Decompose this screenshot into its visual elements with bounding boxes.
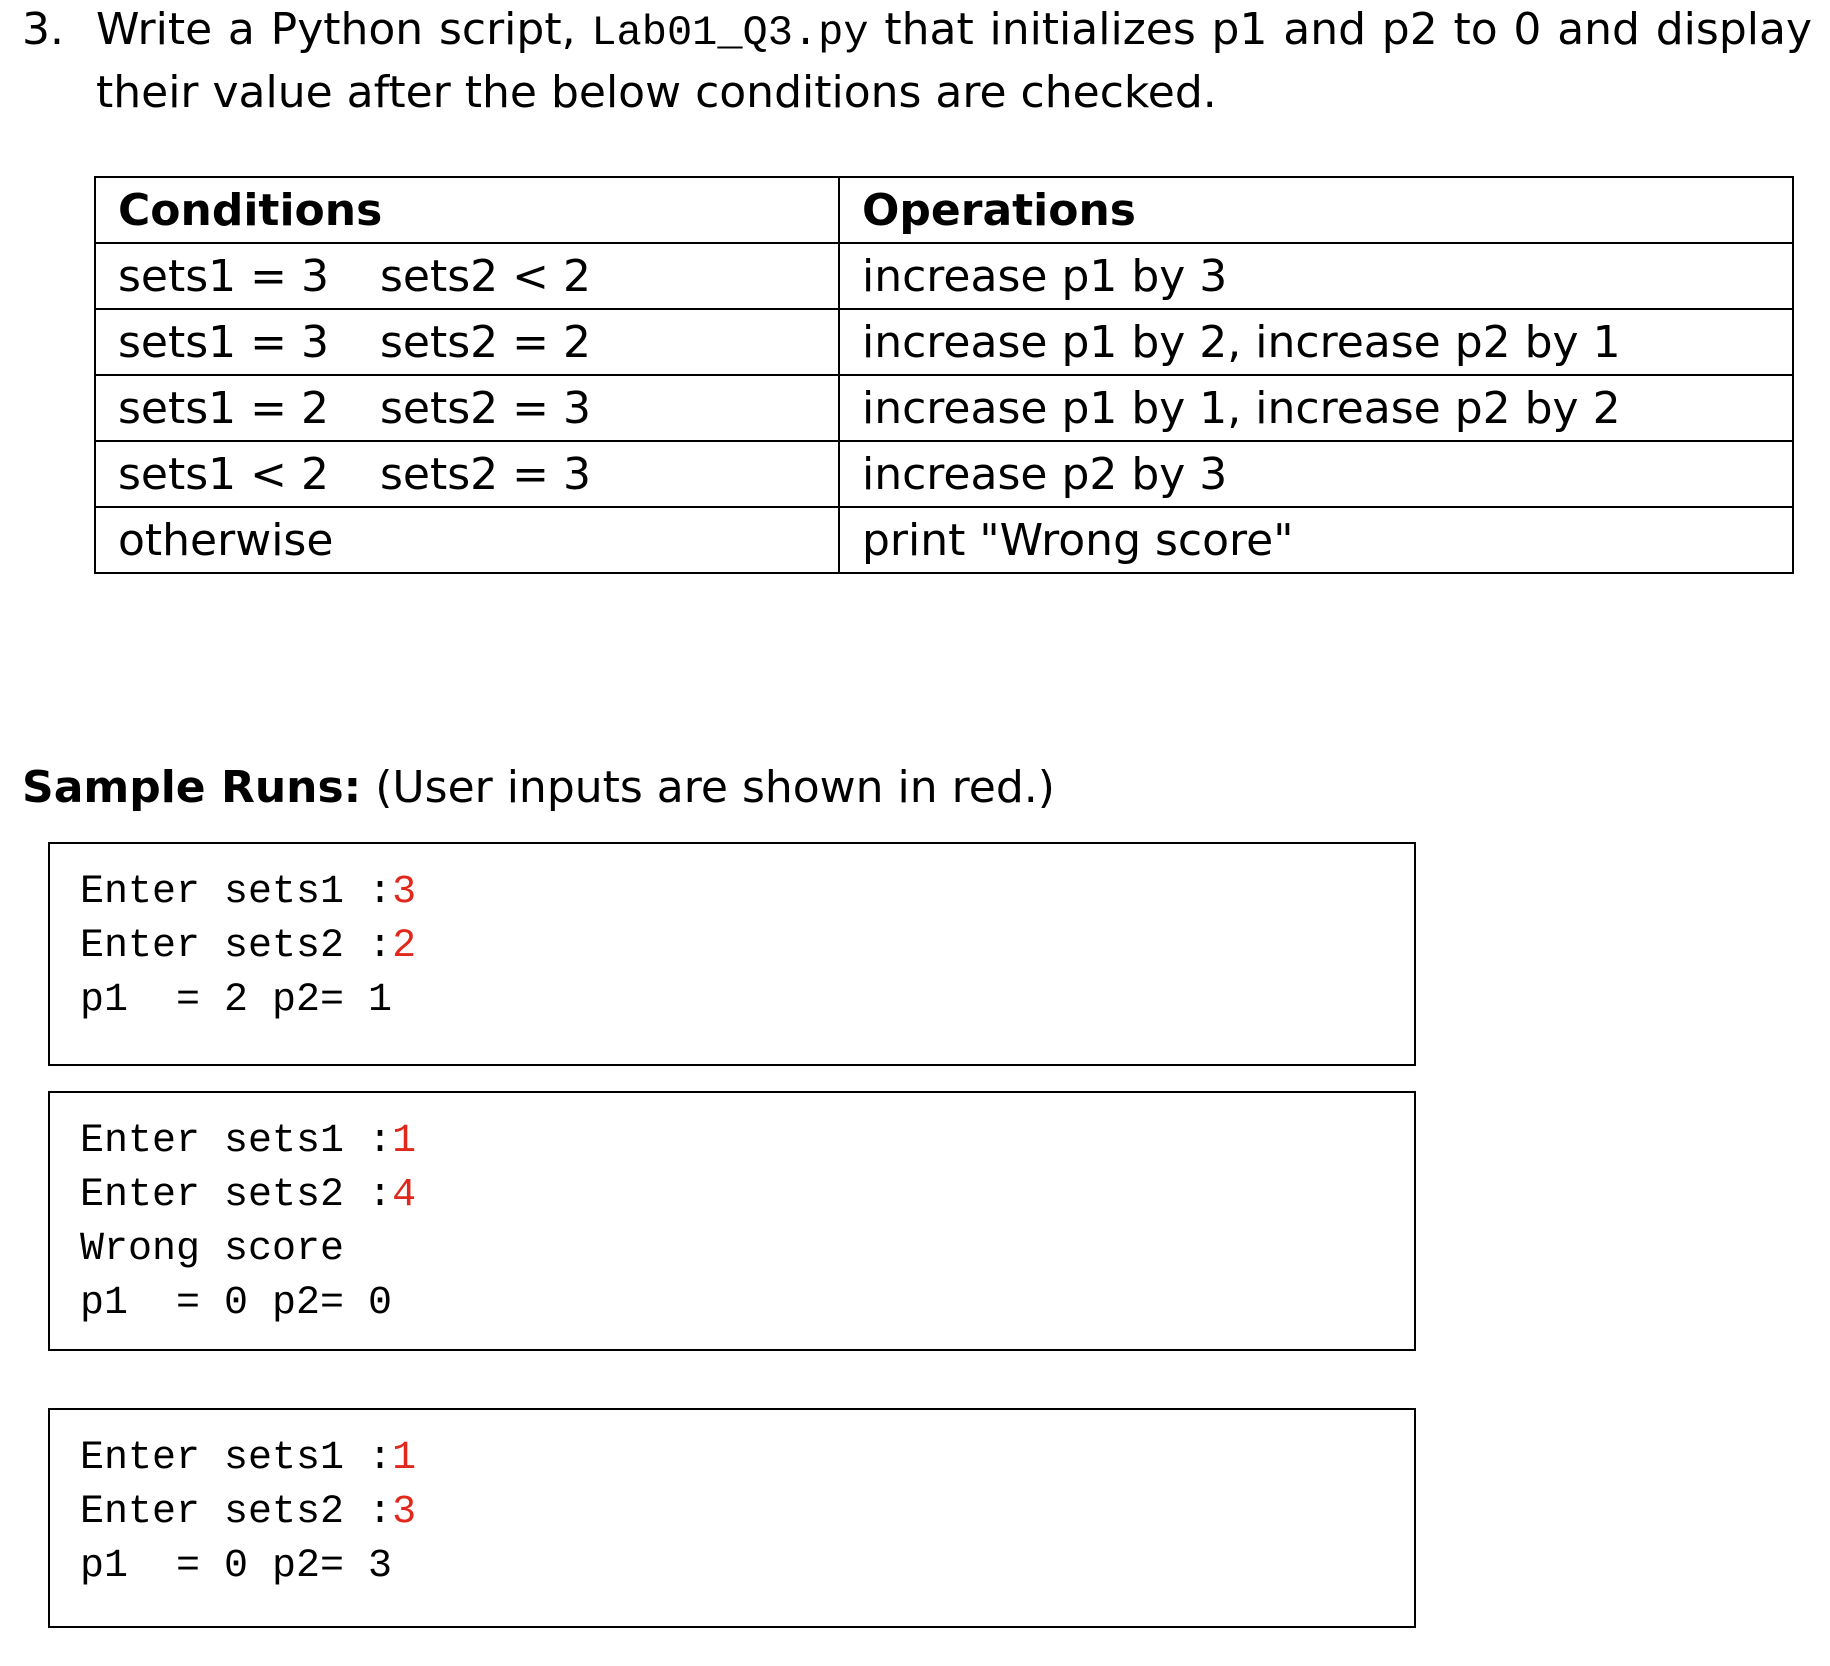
- table-row: sets1 = 2 sets2 = 3 increase p1 by 1, inc…: [94, 374, 1794, 442]
- user-input: 2: [392, 924, 417, 969]
- sets1-condition: sets1 = 3: [118, 316, 329, 368]
- question-text: Write a Python script, Lab01_Q3.py that …: [96, 0, 1812, 123]
- console-line: Enter sets2 :4: [80, 1169, 1414, 1223]
- console-line: Enter sets1 :1: [80, 1115, 1414, 1169]
- sets2-condition: sets2 = 3: [380, 382, 591, 434]
- sets2-condition: sets2 = 2: [380, 316, 591, 368]
- console-output: p1 = 0 p2= 3: [80, 1544, 393, 1589]
- user-input: 1: [392, 1436, 417, 1481]
- console-line: p1 = 0 p2= 3: [80, 1540, 1414, 1594]
- condition-cell: sets1 = 2 sets2 = 3: [94, 374, 840, 442]
- console-line: Wrong score: [80, 1223, 1414, 1277]
- console-output: Wrong score: [80, 1227, 345, 1272]
- table-row: otherwise print "Wrong score": [94, 506, 1794, 574]
- operation-cell: print "Wrong score": [838, 506, 1794, 574]
- conditions-table: Conditions Operations sets1 = 3 sets2 < 2…: [94, 176, 1794, 574]
- operation-cell: increase p1 by 3: [838, 242, 1794, 310]
- sets2-condition: sets2 < 2: [380, 250, 591, 302]
- console-prompt: Enter sets2 :: [80, 924, 393, 969]
- question-number: 3.: [22, 4, 64, 55]
- user-input: 1: [392, 1119, 417, 1164]
- console-prompt: Enter sets1 :: [80, 1436, 393, 1481]
- console-prompt: Enter sets1 :: [80, 1119, 393, 1164]
- script-filename: Lab01_Q3.py: [591, 9, 869, 57]
- sets1-condition: sets1 = 3: [118, 250, 329, 302]
- sets2-condition: sets2 = 3: [380, 448, 591, 500]
- operations-header: Operations: [838, 176, 1794, 244]
- user-input: 3: [392, 870, 417, 915]
- operation-cell: increase p1 by 1, increase p2 by 2: [838, 374, 1794, 442]
- console-line: Enter sets1 :1: [80, 1432, 1414, 1486]
- console-prompt: Enter sets1 :: [80, 870, 393, 915]
- conditions-header: Conditions: [94, 176, 840, 244]
- sample-runs-label: Sample Runs:: [22, 762, 362, 813]
- condition-cell: sets1 = 3 sets2 < 2: [94, 242, 840, 310]
- console-output: p1 = 0 p2= 0: [80, 1281, 393, 1326]
- sets1-condition: sets1 = 2: [118, 382, 329, 434]
- console-line: p1 = 0 p2= 0: [80, 1277, 1414, 1331]
- console-line: Enter sets2 :2: [80, 920, 1414, 974]
- sets1-condition: sets1 < 2: [118, 448, 329, 500]
- console-prompt: Enter sets2 :: [80, 1490, 393, 1535]
- question-text-after: that initializes p1 and p2 to 0 and disp…: [96, 4, 1812, 118]
- question: 3. Write a Python script, Lab01_Q3.py th…: [22, 0, 1812, 123]
- question-text-before: Write a Python script,: [96, 4, 592, 55]
- operation-cell: increase p1 by 2, increase p2 by 1: [838, 308, 1794, 376]
- table-row: sets1 < 2 sets2 = 3 increase p2 by 3: [94, 440, 1794, 508]
- condition-cell: otherwise: [94, 506, 840, 574]
- table-row: sets1 = 3 sets2 < 2 increase p1 by 3: [94, 242, 1794, 310]
- console-line: Enter sets1 :3: [80, 866, 1414, 920]
- console-output: p1 = 2 p2= 1: [80, 978, 393, 1023]
- sample-runs-note: (User inputs are shown in red.): [361, 762, 1055, 813]
- operation-cell: increase p2 by 3: [838, 440, 1794, 508]
- sample-runs-heading: Sample Runs: (User inputs are shown in r…: [22, 758, 1055, 818]
- user-input: 4: [392, 1173, 417, 1218]
- console-prompt: Enter sets2 :: [80, 1173, 393, 1218]
- condition-cell: sets1 < 2 sets2 = 3: [94, 440, 840, 508]
- table-header-row: Conditions Operations: [94, 176, 1794, 244]
- condition-cell: sets1 = 3 sets2 = 2: [94, 308, 840, 376]
- console-line: Enter sets2 :3: [80, 1486, 1414, 1540]
- console-line: p1 = 2 p2= 1: [80, 974, 1414, 1028]
- otherwise-condition: otherwise: [118, 514, 334, 566]
- user-input: 3: [392, 1490, 417, 1535]
- table-row: sets1 = 3 sets2 = 2 increase p1 by 2, inc…: [94, 308, 1794, 376]
